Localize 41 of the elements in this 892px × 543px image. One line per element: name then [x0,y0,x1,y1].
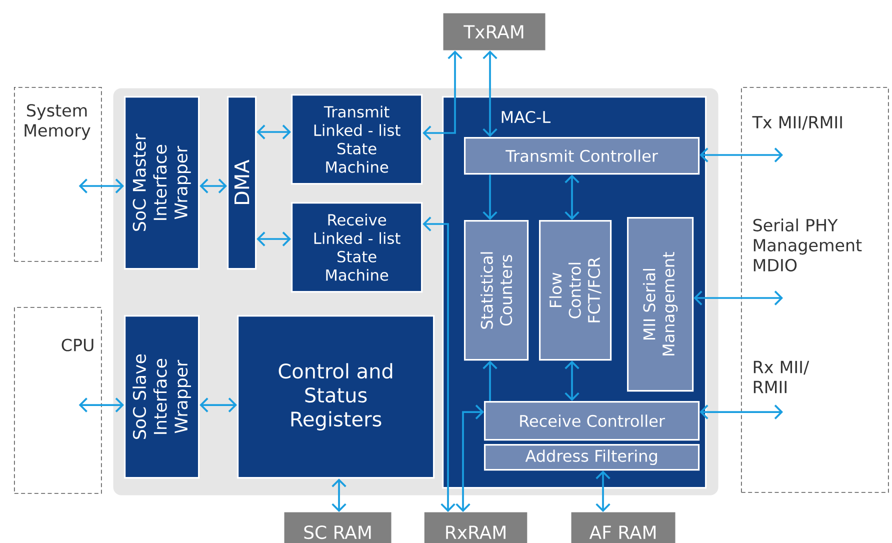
text-label: MAC-L [502,110,551,124]
memory-box: AF RAM [571,512,676,543]
text-label: Rx MII/ RMII [754,360,810,394]
arrow [78,398,124,412]
arrow [482,360,498,401]
arrow [694,290,783,306]
block-box: SoC Master Interface Wrapper [124,96,200,270]
sub-block-box: Flow Control FCT/FCR [539,220,612,361]
arrow [482,50,498,137]
arrow [564,360,580,401]
sub-block-box: Address Filtering [484,444,700,471]
arrow [456,404,484,512]
arrow [256,124,291,140]
arrow [256,232,291,246]
sub-block-box: Receive Controller [484,401,700,441]
memory-box: TxRAM [443,13,546,50]
block-box: DMA [227,96,257,270]
block-box: Transmit Linked - list State Machine [291,94,423,185]
sub-block-box: Statistical Counters [464,220,529,361]
block-box: SoC Slave Interface Wrapper [124,315,200,479]
arrow [596,470,610,512]
arrow [200,398,237,412]
arrow [482,174,498,220]
arrow [564,174,580,220]
arrow [332,478,346,512]
text-label: CPU [62,338,94,352]
block-box: Receive Linked - list State Machine [291,202,423,293]
arrow [700,148,783,162]
arrow [422,216,456,512]
text-label: Serial PHY Management MDIO [753,218,862,272]
arrow [78,178,124,194]
arrow [700,404,783,420]
text-label: Tx MII/RMII [752,116,842,130]
memory-box: RxRAM [424,512,528,543]
sub-block-box: MII Serial Management [627,217,694,392]
arrow [200,178,227,194]
block-box: Control and Status Registers [237,315,435,479]
arrow [422,50,462,140]
text-label: System Memory [24,104,90,140]
sub-block-box: Transmit Controller [464,137,700,175]
memory-box: SC RAM [284,512,392,543]
